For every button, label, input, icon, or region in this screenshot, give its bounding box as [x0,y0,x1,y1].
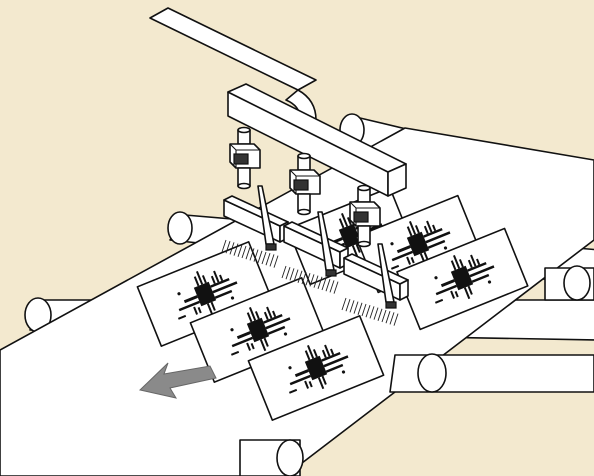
light-ray [365,305,371,318]
light-ray [381,309,387,323]
camera-icon [229,126,261,190]
light-ray [333,281,339,294]
roller-front-right [544,265,594,301]
light-bar-group [221,185,409,326]
camera-group [229,126,381,248]
roller-front-mid [389,353,594,393]
light-ray [221,239,227,253]
light-bar-icon [281,211,349,294]
light-ray [237,244,243,257]
roller-front-bottom [239,439,304,476]
light-ray [361,303,367,317]
light-ray [373,307,379,320]
camera-beam [227,83,407,197]
light-ray [317,276,323,289]
light-ray [341,297,347,311]
light-ray [309,274,315,287]
pcb-board [247,315,385,421]
light-ray [301,271,307,285]
camera-icon [349,184,381,248]
light-ray [385,311,391,324]
light-ray [389,312,395,325]
light-ray [233,243,239,256]
light-ray [229,242,235,255]
light-ray [265,253,271,266]
light-ray [225,241,231,254]
light-ray [329,280,335,293]
camera-icon [289,152,321,216]
light-ray [313,275,319,288]
light-ray [297,270,303,283]
light-ray [349,300,355,313]
light-ray [245,247,251,260]
light-ray [357,302,363,315]
direction-arrow-icon [138,362,217,399]
light-ray [289,268,295,281]
light-ray [269,254,275,267]
light-ray [261,251,267,265]
light-ray [305,273,311,286]
light-ray [241,245,247,259]
light-ray [393,313,399,326]
light-ray [369,306,375,319]
light-ray [353,301,359,314]
light-ray [249,248,255,261]
light-ray [377,308,383,321]
light-ray [257,250,263,263]
light-ray [345,299,351,312]
light-ray [285,267,291,280]
light-ray [293,269,299,282]
pcb-board [396,227,529,331]
light-bar-icon [341,243,409,326]
light-ray [321,277,327,291]
light-ray [273,255,279,268]
light-ray [281,265,287,279]
light-ray [253,249,259,262]
light-ray [325,279,331,292]
